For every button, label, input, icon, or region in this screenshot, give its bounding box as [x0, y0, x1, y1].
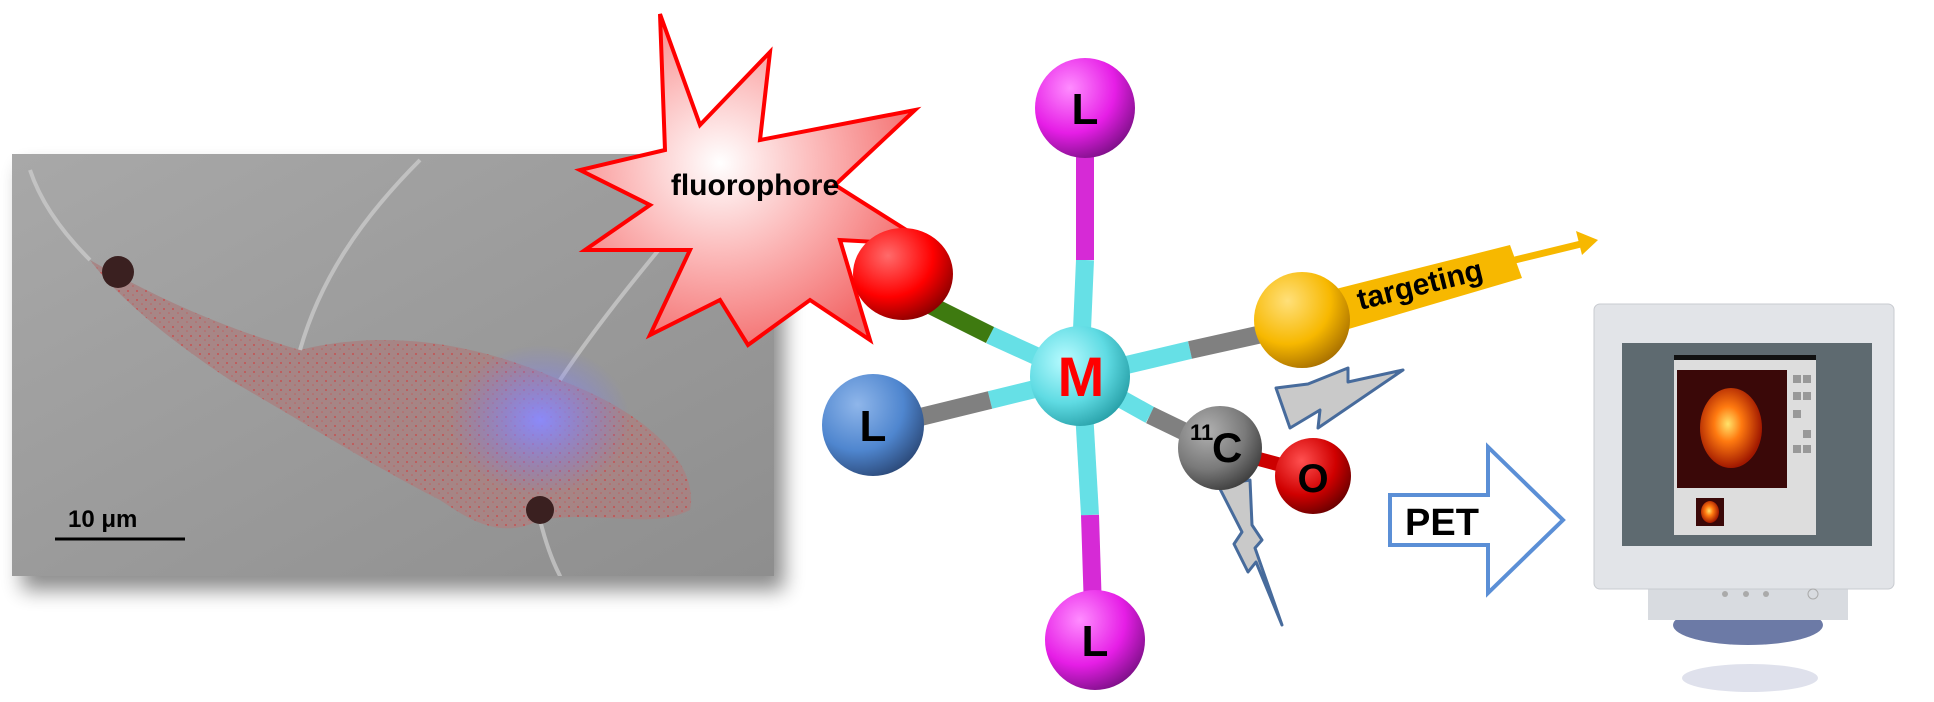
pet-brain-scan	[1700, 388, 1762, 468]
svg-text:11: 11	[1190, 420, 1213, 445]
fluorophore-label: fluorophore	[671, 169, 839, 202]
cell-nucleus	[450, 345, 630, 495]
radiation-lightning-icon	[1216, 366, 1405, 627]
svg-text:C: C	[1212, 424, 1242, 471]
fluorophore-starburst: fluorophore	[574, 13, 938, 348]
svg-text:L: L	[1082, 617, 1109, 666]
pet-monitor-image	[1593, 303, 1895, 692]
atom-targeting-ball	[1254, 272, 1350, 368]
pet-arrow: PET	[1388, 442, 1566, 598]
atom-metal: M	[1030, 326, 1130, 426]
scale-bar-label: 10 μm	[68, 506, 137, 533]
atom-ligand-top: L	[1035, 58, 1135, 158]
svg-text:L: L	[1072, 85, 1099, 134]
svg-text:O: O	[1297, 457, 1328, 501]
pet-label: PET	[1405, 502, 1479, 544]
targeting-arrow: targeting	[1320, 231, 1598, 333]
cell-body-spot	[102, 256, 134, 288]
atom-carbon-11: 11 C	[1178, 406, 1262, 490]
atom-ligand-bottom: L	[1045, 590, 1145, 690]
svg-text:M: M	[1058, 345, 1105, 408]
atom-red-ball	[853, 228, 953, 320]
atom-oxygen: O	[1275, 438, 1351, 514]
svg-text:L: L	[860, 402, 887, 451]
atom-ligand-left: L	[822, 374, 924, 476]
